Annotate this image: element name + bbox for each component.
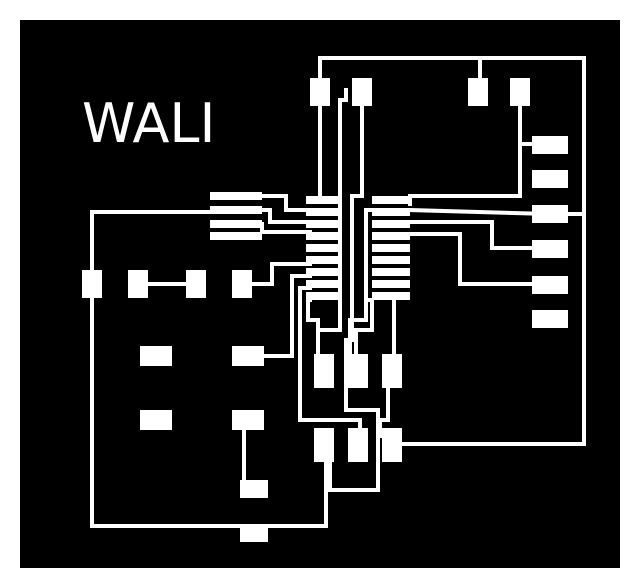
- trace-ic-to-pad-2: [408, 220, 550, 250]
- ic-right-pin-6: [372, 256, 410, 264]
- ic-left-pin-1: [306, 196, 340, 204]
- trace-left-ic-2: [258, 208, 312, 224]
- ic-right-pin-7: [372, 268, 410, 276]
- pad-right-3: [532, 205, 568, 223]
- pad-lower-6: [382, 428, 402, 462]
- ic-left-pin-5: [306, 244, 340, 252]
- pad-resistor-b: [186, 270, 206, 298]
- ic-left-pin-9: [306, 292, 340, 300]
- pad-lower-2: [348, 354, 368, 388]
- pad-top-2: [352, 78, 372, 106]
- pad-lower-3: [382, 354, 402, 388]
- pad-bottom-1: [240, 480, 268, 498]
- pad-conn-2: [210, 206, 262, 214]
- trace-ic-to-pad-3: [408, 232, 550, 286]
- trace-left-ic: [258, 194, 312, 212]
- pad-mid-3: [140, 410, 172, 430]
- trace-resistor-to-ic: [248, 262, 312, 286]
- pad-conn-1: [210, 192, 262, 200]
- ic-left-pin-2: [306, 208, 340, 216]
- ic-left-pin-7: [306, 268, 340, 276]
- trace-top-loop: [318, 56, 586, 446]
- trace-right-ic-down: [354, 298, 374, 368]
- pad-left-edge: [82, 270, 102, 298]
- pad-lower-4: [314, 428, 334, 462]
- pad-top-1: [310, 78, 330, 106]
- trace-left-loop: [90, 210, 328, 528]
- ic-right-pin-4: [372, 232, 410, 240]
- pads: [82, 78, 568, 542]
- ic-right-pin-3: [372, 220, 410, 228]
- pad-mid-4: [232, 410, 264, 430]
- pad-lower-5: [348, 428, 368, 462]
- pad-bottom-2: [240, 524, 268, 542]
- ic-right-pin-2: [372, 208, 410, 216]
- pad-mid-1: [140, 346, 172, 366]
- ic-left-pin-3: [306, 220, 340, 228]
- pad-right-5: [532, 276, 568, 294]
- ic-left-pin-4: [306, 232, 340, 240]
- board-label: WALI: [82, 92, 215, 155]
- pad-conn-4: [210, 232, 262, 240]
- trace-right-ic-down-2: [348, 208, 372, 358]
- pad-right-2: [532, 170, 568, 188]
- pad-resistor-c: [232, 270, 252, 298]
- ic-right-pin-9: [372, 292, 410, 300]
- trace-under-ic: [298, 286, 362, 438]
- ic-right-pin-8: [372, 280, 410, 288]
- trace-middle-pad: [252, 274, 312, 358]
- pad-lower-1: [314, 354, 334, 388]
- ic-left-pin-6: [306, 256, 340, 264]
- trace-ic-to-pad: [407, 207, 551, 217]
- ic-right-pin-5: [372, 244, 410, 252]
- trace-center-vertical-2: [328, 88, 380, 492]
- pad-right-1: [532, 136, 568, 154]
- ic-right-pin-1: [372, 196, 410, 204]
- pad-mid-2: [232, 346, 264, 366]
- trace-bottom-right: [378, 364, 390, 438]
- pad-conn-3: [210, 220, 262, 228]
- pad-right-6: [532, 310, 568, 328]
- pad-resistor-a: [128, 270, 148, 298]
- pad-right-4: [532, 240, 568, 258]
- pad-top-3: [468, 78, 488, 106]
- ic-left-pin-8: [306, 280, 340, 288]
- pad-top-4: [510, 78, 530, 106]
